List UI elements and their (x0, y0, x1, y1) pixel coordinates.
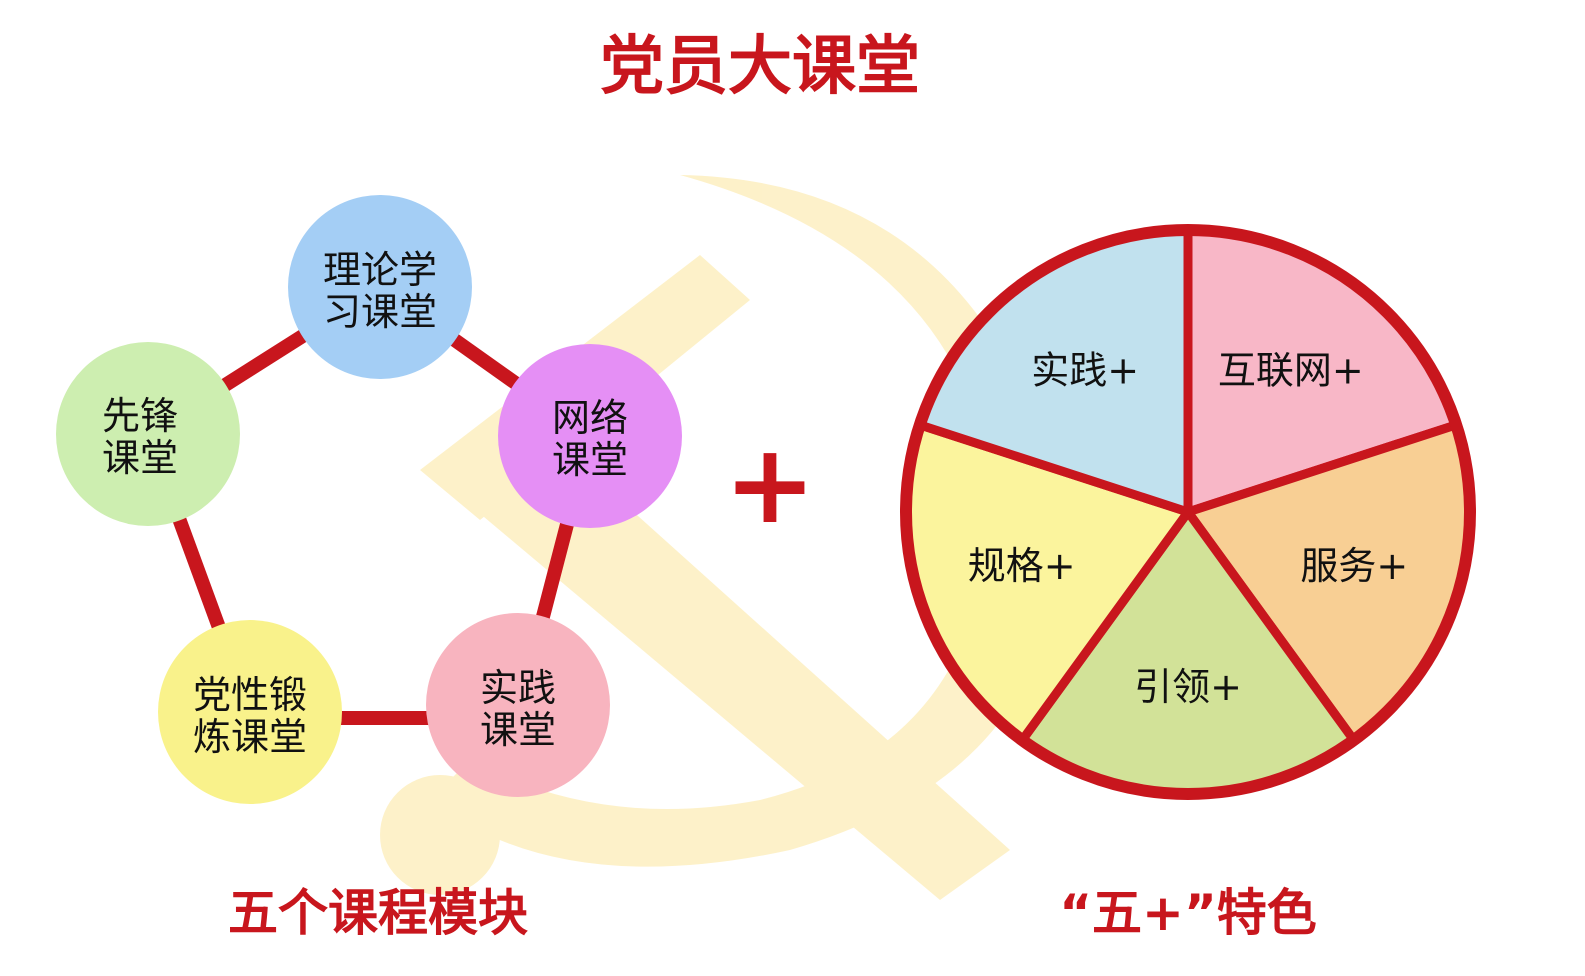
module-node-practice: 实践 课堂 (426, 613, 610, 797)
module-node-pioneer: 先锋 课堂 (56, 342, 240, 526)
module-circle (56, 342, 240, 526)
module-label-line2: 课堂 (480, 708, 556, 752)
features-caption: “五+”特色 (1059, 884, 1317, 942)
module-node-theory: 理论学 习课堂 (288, 195, 472, 379)
pie-slice-label: 引领+ (1134, 665, 1242, 709)
module-label-line1: 网络 (552, 396, 628, 440)
page-title: 党员大课堂 (600, 30, 920, 104)
module-label-line2: 课堂 (552, 438, 628, 482)
module-node-network: 网络 课堂 (498, 344, 682, 528)
hammer-handle-shape (440, 410, 1010, 900)
features-pie: 互联网+ 服务+ 引领+ 规格+ 实践+ (900, 224, 1476, 800)
module-label-line2: 炼课堂 (193, 715, 307, 759)
module-label-line1: 实践 (480, 666, 556, 710)
pie-slice-label: 服务+ (1300, 544, 1408, 588)
module-node-party-spirit: 党性锻 炼课堂 (158, 620, 342, 804)
pie-slice-label: 实践+ (1031, 349, 1139, 393)
module-circle (158, 620, 342, 804)
sickle-blade-shape (430, 175, 1057, 867)
pie-slice-label: 规格+ (968, 544, 1076, 588)
module-label-line1: 理论学 (323, 248, 437, 292)
modules-caption: 五个课程模块 (228, 884, 528, 942)
plus-sign: + (724, 420, 816, 548)
pie-outer-ring (900, 224, 1476, 800)
sickle-handle-shape (380, 775, 500, 895)
module-label-line1: 先锋 (102, 394, 178, 438)
module-label-line2: 习课堂 (323, 290, 437, 334)
pie-slice-label: 互联网+ (1218, 349, 1364, 393)
module-circle (288, 195, 472, 379)
module-label-line2: 课堂 (102, 436, 178, 480)
module-label-line1: 党性锻 (193, 673, 307, 717)
module-circle (498, 344, 682, 528)
module-circle (426, 613, 610, 797)
